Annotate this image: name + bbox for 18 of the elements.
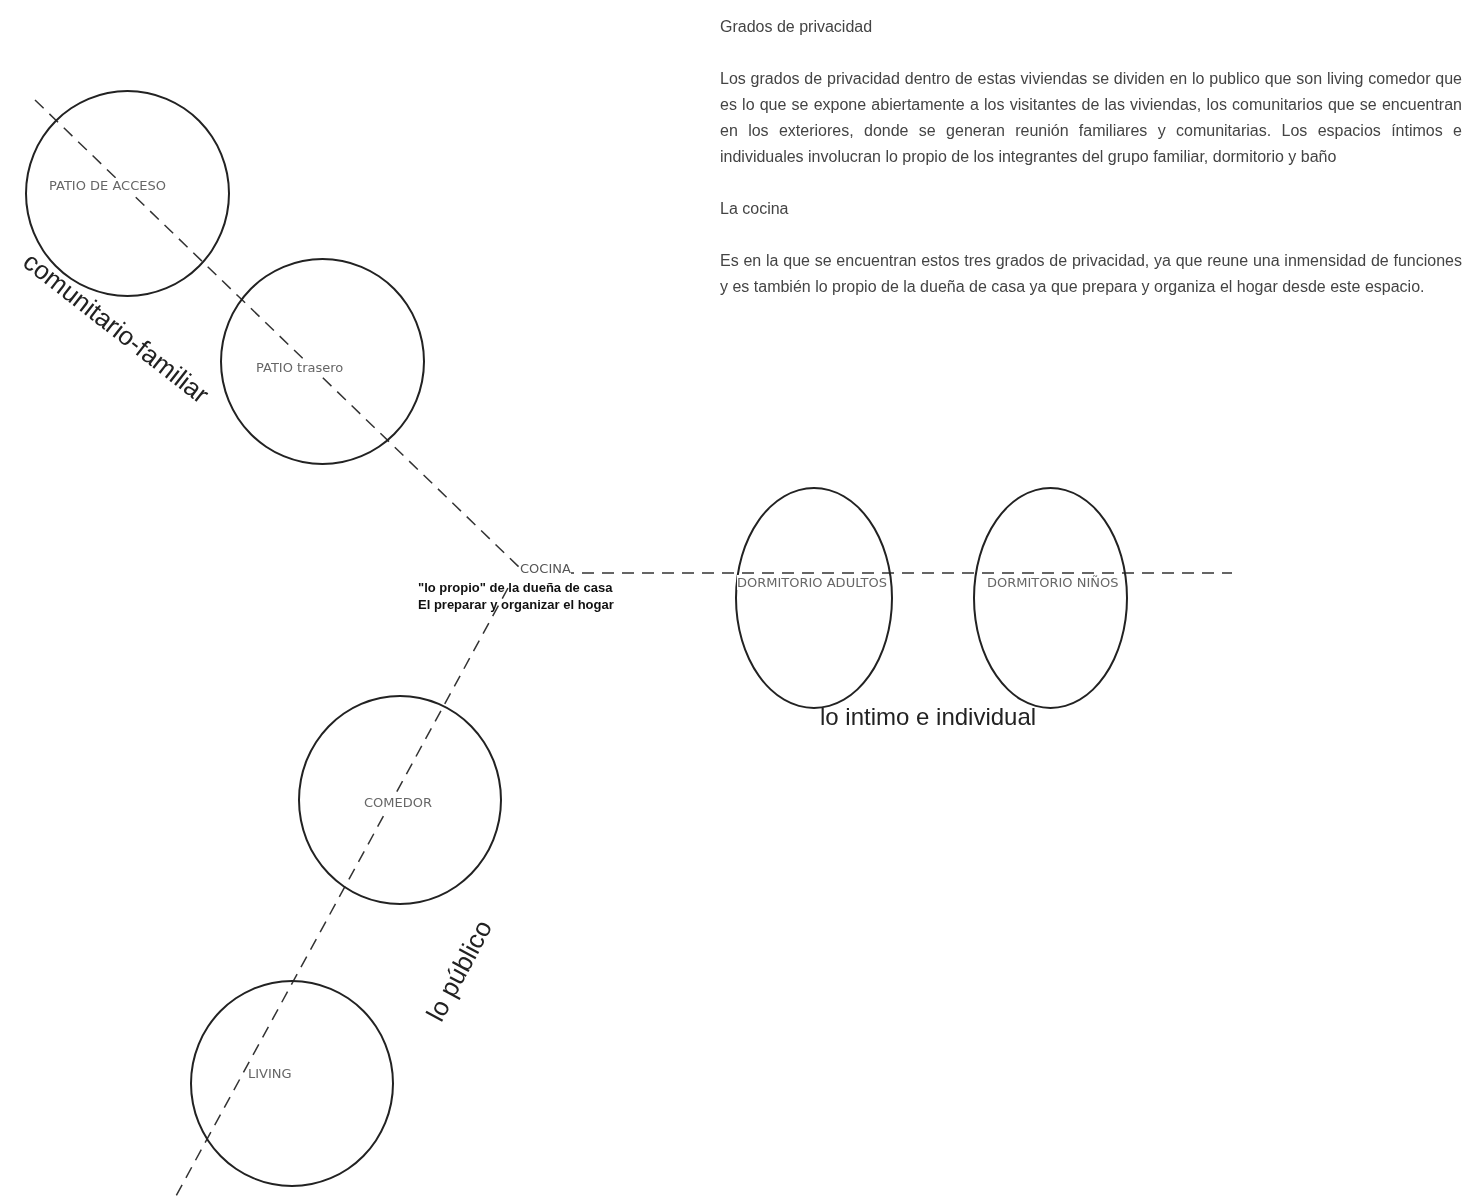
paragraph: Los grados de privacidad dentro de estas viviendas se dividen en lo publico que son living comedor que es lo que se expone abiertamente a los visitantes de las viviendas, los comunitarios que se encuentran en los exteriores, donde se generan reunión familiares y comunitarias. Los espacios íntimos e individuales involucran lo propio de los integrantes del grupo familiar, dormitorio y baño [720, 69, 1462, 167]
circle-node [973, 487, 1128, 709]
zone-label: lo intimo e individual [820, 703, 1037, 731]
node-label: PATIO DE ACCESO [49, 178, 166, 193]
node-label: LIVING [248, 1066, 292, 1081]
node-label: COMEDOR [364, 795, 432, 810]
node-label: PATIO trasero [256, 360, 344, 375]
node-label: COCINA [520, 561, 571, 576]
node-label: DORMITORIO ADULTOS [737, 575, 888, 590]
heading: Grados de privacidad [720, 17, 874, 37]
circle-node [298, 695, 502, 905]
node-label: DORMITORIO NIÑOS [987, 575, 1119, 590]
paragraph: Es en la que se encuentran estos tres grados de privacidad, ya que reune una inmensidad de funciones y es también lo propio de la dueña de casa ya que prepara y organiza el hogar desde este espacio. [720, 251, 1462, 297]
circle-node [190, 980, 394, 1187]
circle-node [735, 487, 893, 709]
circle-node [220, 258, 425, 465]
subheading: La cocina [720, 199, 790, 219]
annotation: "lo propio" de la dueña de casa El preparar y organizar el hogar [418, 579, 615, 613]
